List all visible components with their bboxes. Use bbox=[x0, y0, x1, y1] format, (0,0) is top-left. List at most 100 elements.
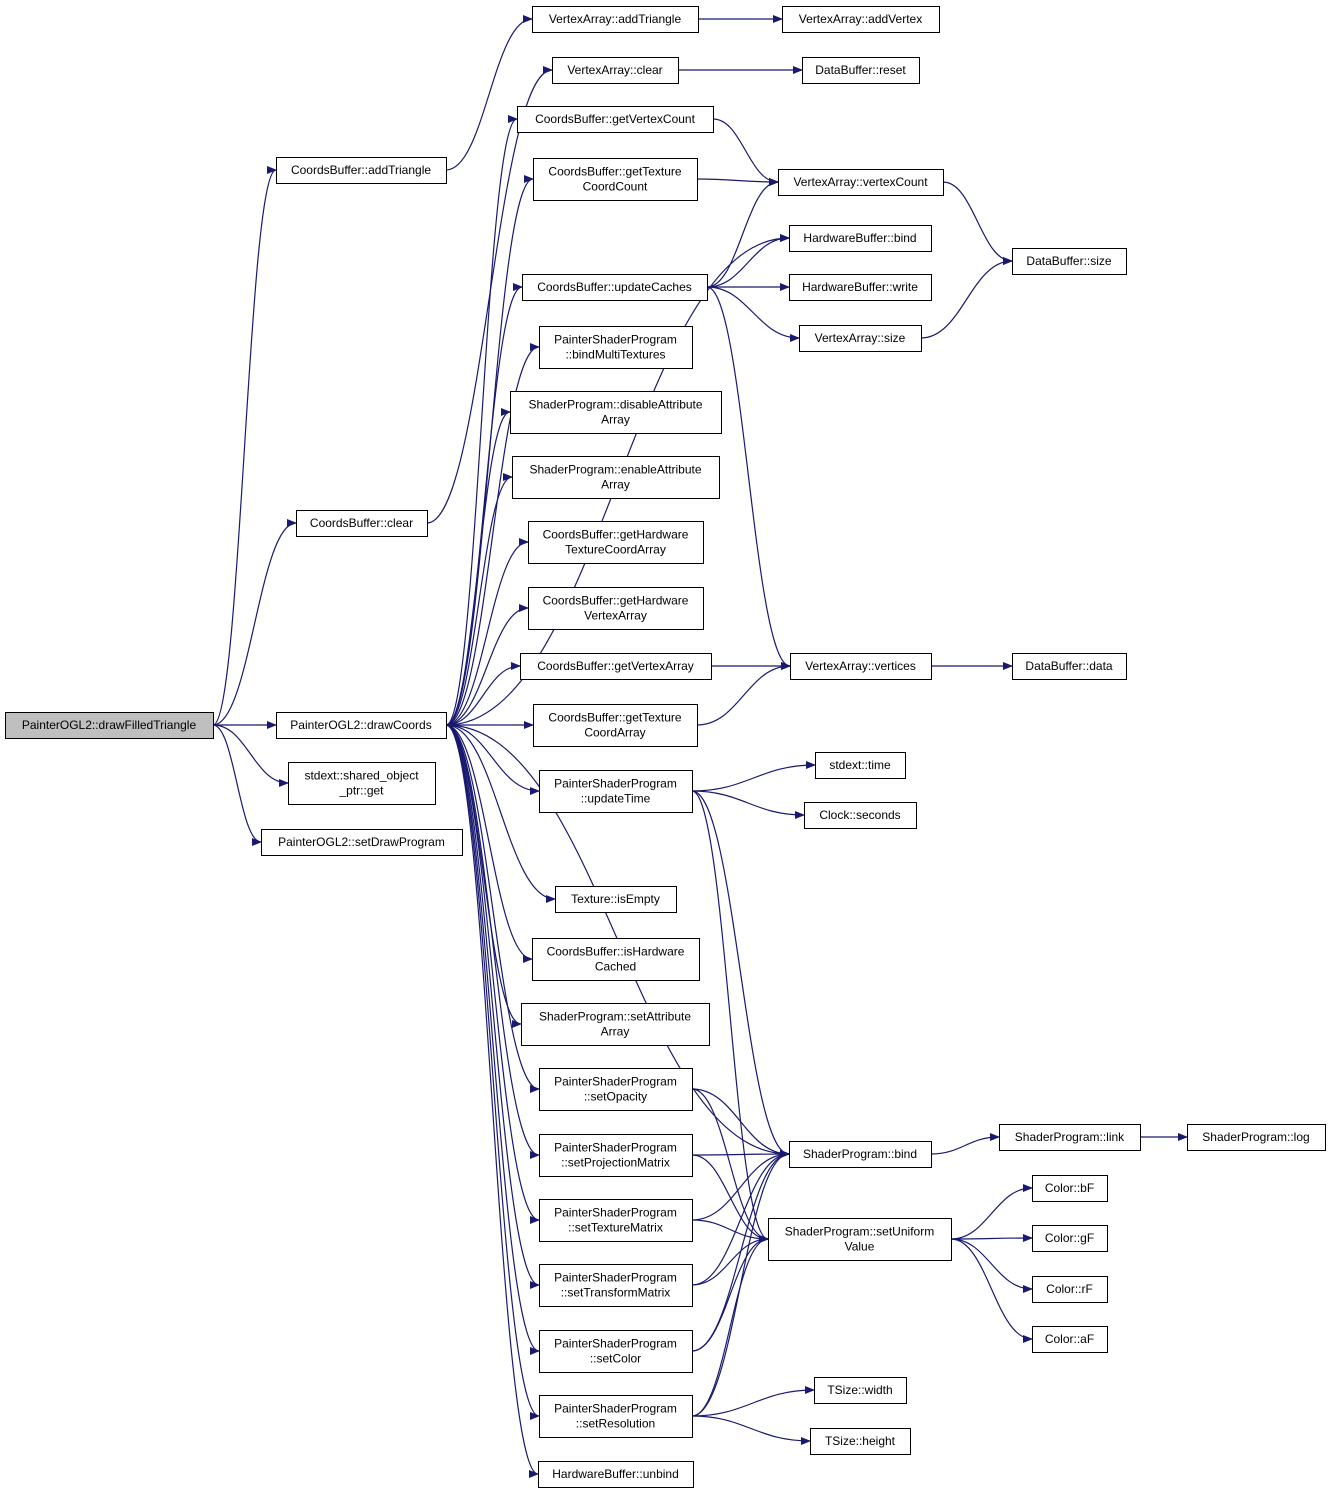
node-drawFilledTriangle[interactable]: PainterOGL2::drawFilledTriangle bbox=[5, 712, 214, 739]
node-setDrawProgram[interactable]: PainterOGL2::setDrawProgram bbox=[261, 829, 463, 856]
edge-cb_getTexCoordCount-to-va_vertexCount bbox=[696, 177, 779, 186]
node-box bbox=[288, 762, 436, 805]
edge-va_size-to-db_size bbox=[920, 257, 1013, 339]
node-label: ShaderProgram::enableAttribute bbox=[529, 463, 701, 477]
node-box bbox=[539, 1330, 693, 1373]
node-box bbox=[799, 325, 922, 352]
node-box bbox=[555, 886, 677, 913]
node-label: Array bbox=[601, 478, 630, 492]
node-sp_bind[interactable]: ShaderProgram::bind bbox=[789, 1141, 932, 1168]
node-db_reset[interactable]: DataBuffer::reset bbox=[802, 57, 920, 84]
node-label: VertexArray::addVertex bbox=[799, 12, 922, 26]
node-box bbox=[810, 1428, 911, 1455]
node-hb_bind[interactable]: HardwareBuffer::bind bbox=[789, 225, 932, 252]
node-cb_getVertexCount[interactable]: CoordsBuffer::getVertexCount bbox=[517, 106, 714, 133]
edge-cb_addTriangle-to-va_addTriangle bbox=[445, 15, 533, 171]
node-label: VertexArray::addTriangle bbox=[549, 12, 682, 26]
node-psp_setOpacity[interactable]: PainterShaderProgram::setOpacity bbox=[539, 1068, 693, 1111]
node-psp_setResolution[interactable]: PainterShaderProgram::setResolution bbox=[539, 1395, 693, 1438]
node-psp_setProj[interactable]: PainterShaderProgram::setProjectionMatri… bbox=[539, 1134, 693, 1177]
node-label: PainterShaderProgram bbox=[554, 1402, 677, 1416]
node-box bbox=[1032, 1326, 1108, 1353]
node-psp_setTransform[interactable]: PainterShaderProgram::setTransformMatrix bbox=[539, 1264, 693, 1307]
node-psp_bindMulti[interactable]: PainterShaderProgram::bindMultiTextures bbox=[539, 326, 693, 369]
node-va_vertices[interactable]: VertexArray::vertices bbox=[790, 653, 932, 680]
node-cb_clear[interactable]: CoordsBuffer::clear bbox=[296, 510, 428, 537]
edge-cb_updateCaches-to-va_vertexCount bbox=[706, 178, 779, 288]
node-box bbox=[539, 1264, 693, 1307]
node-psp_updateTime[interactable]: PainterShaderProgram::updateTime bbox=[539, 770, 693, 813]
node-sp_link[interactable]: ShaderProgram::link bbox=[999, 1124, 1141, 1151]
node-va_clear[interactable]: VertexArray::clear bbox=[552, 57, 679, 84]
node-box bbox=[1012, 248, 1127, 275]
node-cb_getVertexArray[interactable]: CoordsBuffer::getVertexArray bbox=[520, 653, 712, 680]
node-va_addVertex[interactable]: VertexArray::addVertex bbox=[782, 6, 940, 33]
node-box bbox=[296, 510, 428, 537]
node-label: HardwareBuffer::bind bbox=[803, 231, 916, 245]
node-shared_get[interactable]: stdext::shared_object_ptr::get bbox=[288, 762, 436, 805]
node-box bbox=[1032, 1175, 1108, 1202]
node-box bbox=[533, 704, 698, 747]
node-box bbox=[539, 1068, 693, 1111]
node-label: VertexArray::vertexCount bbox=[793, 175, 928, 189]
edge-sp_setUniform-to-color_rF bbox=[950, 1238, 1033, 1293]
node-va_vertexCount[interactable]: VertexArray::vertexCount bbox=[778, 169, 944, 196]
node-label: Array bbox=[601, 413, 630, 427]
node-label: CoordsBuffer::getHardware bbox=[543, 528, 689, 542]
node-va_addTriangle[interactable]: VertexArray::addTriangle bbox=[532, 6, 699, 33]
node-box bbox=[5, 712, 214, 739]
node-label: CoordsBuffer::getVertexCount bbox=[535, 112, 696, 126]
node-box bbox=[539, 1199, 693, 1242]
node-psp_setColor[interactable]: PainterShaderProgram::setColor bbox=[539, 1330, 693, 1373]
node-va_size[interactable]: VertexArray::size bbox=[799, 325, 922, 352]
edge-sp_setUniform-to-color_bF bbox=[950, 1184, 1033, 1240]
node-box bbox=[1032, 1225, 1108, 1252]
node-sp_log[interactable]: ShaderProgram::log bbox=[1187, 1124, 1326, 1151]
edge-psp_setResolution-to-sp_setUniform bbox=[691, 1235, 769, 1417]
node-label: CoordsBuffer::getVertexArray bbox=[537, 659, 694, 673]
node-tsize_width[interactable]: TSize::width bbox=[814, 1377, 907, 1404]
node-color_rF[interactable]: Color::rF bbox=[1032, 1276, 1108, 1303]
node-label: CoordsBuffer::getHardware bbox=[543, 594, 689, 608]
edge-drawCoords-to-tex_isEmpty bbox=[445, 724, 556, 903]
node-label: CoordsBuffer::updateCaches bbox=[537, 280, 692, 294]
node-label: TSize::width bbox=[827, 1383, 892, 1397]
node-db_data[interactable]: DataBuffer::data bbox=[1012, 653, 1127, 680]
node-cb_updateCaches[interactable]: CoordsBuffer::updateCaches bbox=[522, 274, 708, 301]
node-cb_addTriangle[interactable]: CoordsBuffer::addTriangle bbox=[276, 157, 447, 184]
node-box bbox=[512, 456, 720, 499]
node-color_bF[interactable]: Color::bF bbox=[1032, 1175, 1108, 1202]
node-box bbox=[802, 57, 920, 84]
node-db_size[interactable]: DataBuffer::size bbox=[1012, 248, 1127, 275]
node-label: ShaderProgram::setUniform bbox=[785, 1225, 934, 1239]
node-clock_seconds[interactable]: Clock::seconds bbox=[804, 802, 917, 829]
node-box bbox=[528, 587, 704, 630]
node-label: Texture::isEmpty bbox=[571, 892, 660, 906]
edge-drawCoords-to-cb_getVertexArray bbox=[445, 662, 521, 726]
edge-drawCoords-to-psp_setColor bbox=[445, 724, 540, 1355]
node-tsize_height[interactable]: TSize::height bbox=[810, 1428, 911, 1455]
node-box bbox=[789, 225, 932, 252]
node-label: HardwareBuffer::write bbox=[802, 280, 918, 294]
node-drawCoords[interactable]: PainterOGL2::drawCoords bbox=[276, 712, 447, 739]
node-box bbox=[538, 1461, 694, 1488]
node-stdext_time[interactable]: stdext::time bbox=[815, 752, 906, 779]
node-psp_setTexMat[interactable]: PainterShaderProgram::setTextureMatrix bbox=[539, 1199, 693, 1242]
edge-cb_getTexCoordArray-to-va_vertices bbox=[696, 662, 791, 726]
node-cb_getHwTexArray[interactable]: CoordsBuffer::getHardwareTextureCoordArr… bbox=[528, 521, 704, 564]
node-tex_isEmpty[interactable]: Texture::isEmpty bbox=[555, 886, 677, 913]
node-color_gF[interactable]: Color::gF bbox=[1032, 1225, 1108, 1252]
node-color_aF[interactable]: Color::aF bbox=[1032, 1326, 1108, 1353]
node-hb_unbind[interactable]: HardwareBuffer::unbind bbox=[538, 1461, 694, 1488]
node-label: Color::gF bbox=[1045, 1231, 1094, 1245]
node-hb_write[interactable]: HardwareBuffer::write bbox=[789, 274, 932, 301]
edge-cb_updateCaches-to-va_vertices bbox=[706, 286, 791, 670]
